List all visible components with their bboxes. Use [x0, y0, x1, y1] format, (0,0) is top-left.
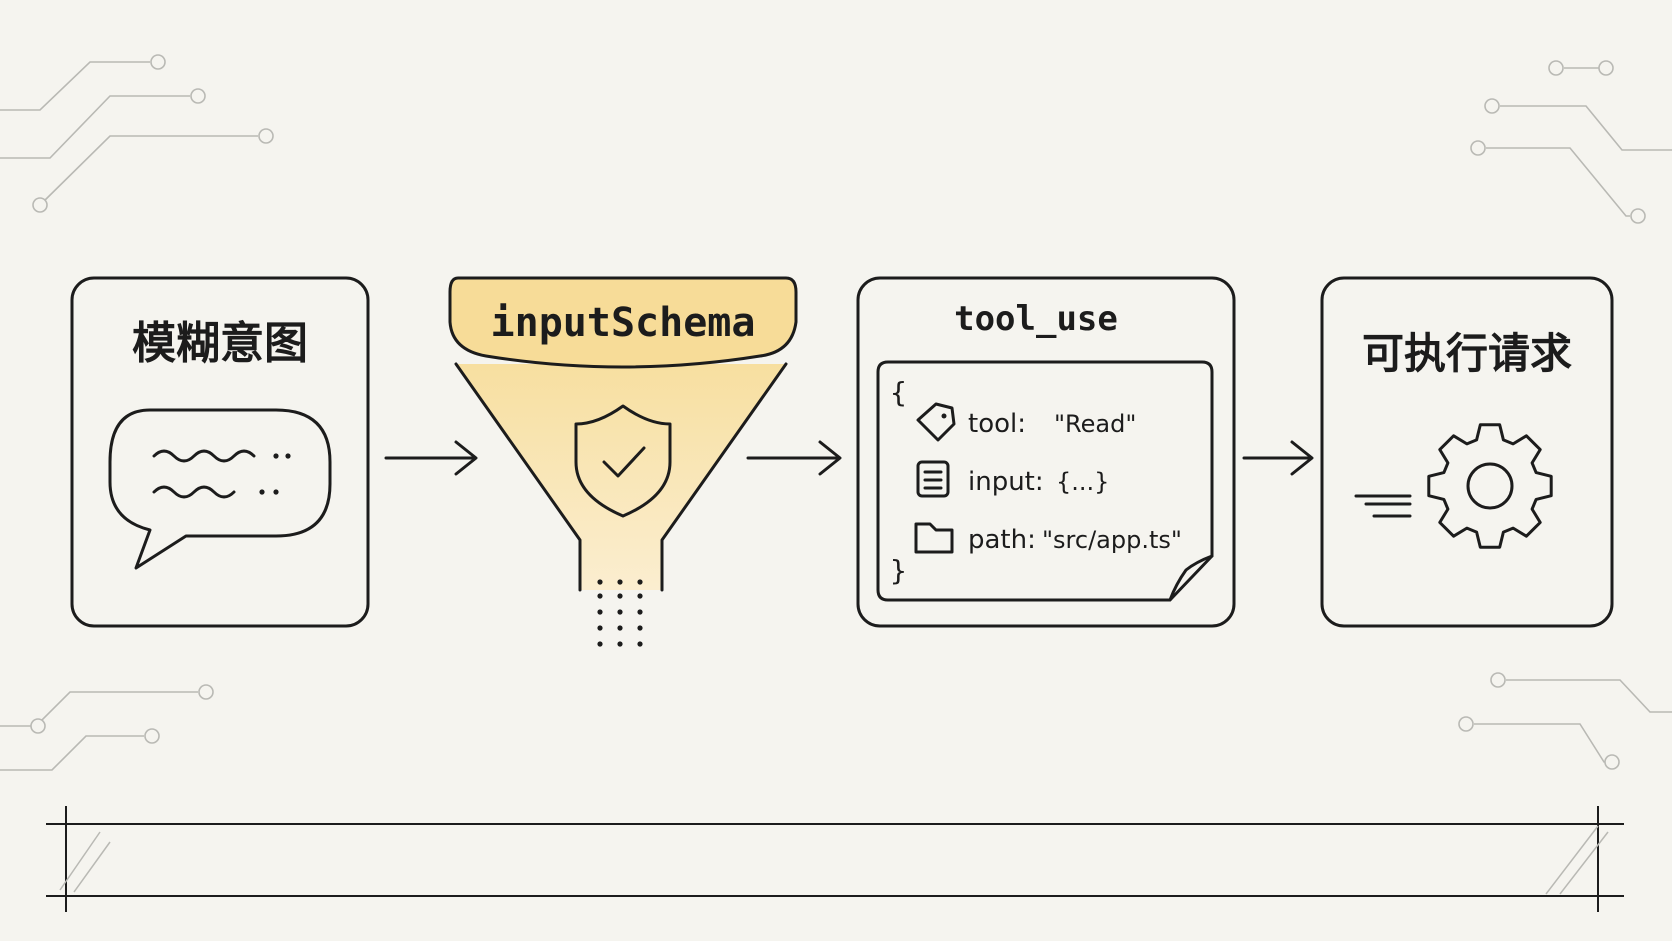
- code-key-input: input:: [968, 467, 1044, 497]
- code-close-brace: }: [890, 554, 907, 587]
- code-open-brace: {: [890, 376, 907, 409]
- code-value-input: {...}: [1056, 468, 1109, 496]
- panel-tool-use: tool_use { } tool: "Read" input: {.: [856, 276, 1236, 628]
- folder-icon: [914, 522, 954, 554]
- circuit-decoration-top-left: [0, 54, 274, 213]
- code-value-tool: "Read": [1054, 410, 1136, 438]
- panel-input-schema: inputSchema: [448, 276, 798, 647]
- gear-icon: [1427, 423, 1553, 549]
- panel-title-fuzzy-intent: 模糊意图: [132, 318, 308, 369]
- arrow-right-icon: [746, 440, 842, 476]
- code-row-path: path: "src/app.ts": [914, 522, 1182, 555]
- tag-icon: [916, 402, 956, 442]
- arrow-right-icon: [1242, 440, 1314, 476]
- speed-lines: [1354, 494, 1412, 518]
- circuit-decoration-bottom-left: [0, 684, 214, 771]
- file-lines-icon: [916, 460, 950, 498]
- code-value-path: "src/app.ts": [1042, 526, 1182, 554]
- code-key-tool: tool:: [968, 409, 1026, 439]
- circuit-decoration-top-right: [1470, 60, 1672, 224]
- output-dots: [597, 579, 643, 647]
- panel-title-tool-use: tool_use: [954, 299, 1118, 339]
- panel-fuzzy-intent: 模糊意图: [70, 276, 370, 628]
- document-icon: [876, 360, 1214, 602]
- shield-check-icon: [574, 404, 672, 518]
- panel-title-executable-request: 可执行请求: [1362, 329, 1572, 378]
- speech-bubble-icon: [108, 408, 332, 570]
- code-key-path: path:: [968, 525, 1036, 555]
- panel-title-input-schema: inputSchema: [491, 300, 756, 346]
- code-row-input: input: {...}: [916, 460, 1109, 498]
- circuit-decoration-bottom-right: [1458, 672, 1672, 770]
- code-row-tool: tool: "Read": [916, 402, 1136, 442]
- arrow-right-icon: [384, 440, 478, 476]
- bottom-frame: [46, 806, 1624, 912]
- panel-executable-request: 可执行请求: [1320, 276, 1614, 628]
